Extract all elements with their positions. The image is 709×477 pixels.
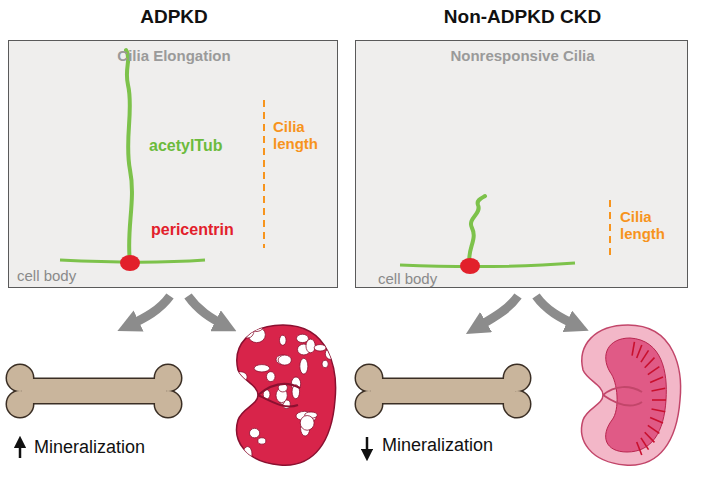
length-marker bbox=[263, 100, 265, 248]
panel-heading: Cilia Elongation bbox=[9, 48, 339, 65]
region-label: cell body bbox=[378, 271, 437, 288]
basal-body bbox=[460, 258, 480, 274]
dimension-label: Cilia length bbox=[273, 119, 335, 152]
outcome-label: Mineralization bbox=[34, 438, 145, 458]
panel-ground bbox=[355, 40, 688, 288]
length-marker bbox=[609, 200, 611, 258]
dimension-label: Cilia length bbox=[620, 209, 682, 242]
panel-title: ADPKD bbox=[9, 7, 339, 28]
renal-medulla bbox=[606, 338, 667, 452]
panel-ckd: Non-ADPKD CKDNonresponsive CiliaCilia le… bbox=[355, 40, 688, 288]
effect-arrow bbox=[476, 296, 518, 328]
effect-arrow bbox=[188, 296, 226, 326]
cysts bbox=[234, 324, 336, 470]
basal-body bbox=[120, 255, 140, 271]
fibrosis-marks bbox=[632, 342, 666, 455]
effect-arrow bbox=[536, 296, 578, 326]
marker-label: acetylTub bbox=[149, 137, 223, 155]
panel-heading: Nonresponsive Cilia bbox=[356, 48, 689, 65]
bone bbox=[7, 365, 181, 417]
panel-title: Non-ADPKD CKD bbox=[356, 7, 689, 28]
region-label: cell body bbox=[17, 268, 76, 285]
cilium bbox=[126, 50, 132, 262]
polycystic-kidney bbox=[237, 325, 336, 465]
decrease-arrow bbox=[366, 437, 369, 455]
increase-arrow bbox=[19, 442, 22, 458]
outcome-label: Mineralization bbox=[382, 436, 493, 456]
marker-label: pericentrin bbox=[151, 221, 234, 239]
renal-pelvis bbox=[258, 384, 300, 407]
panel-ground bbox=[8, 40, 338, 288]
renal-pelvis bbox=[603, 387, 642, 406]
cilium bbox=[469, 196, 485, 265]
bone bbox=[356, 365, 530, 417]
ckd-kidney bbox=[582, 325, 681, 465]
panel-adpkd: ADPKDCilia ElongationacetylTubpericentri… bbox=[8, 40, 338, 288]
cell-membrane bbox=[400, 263, 575, 267]
effect-arrow bbox=[128, 296, 170, 326]
